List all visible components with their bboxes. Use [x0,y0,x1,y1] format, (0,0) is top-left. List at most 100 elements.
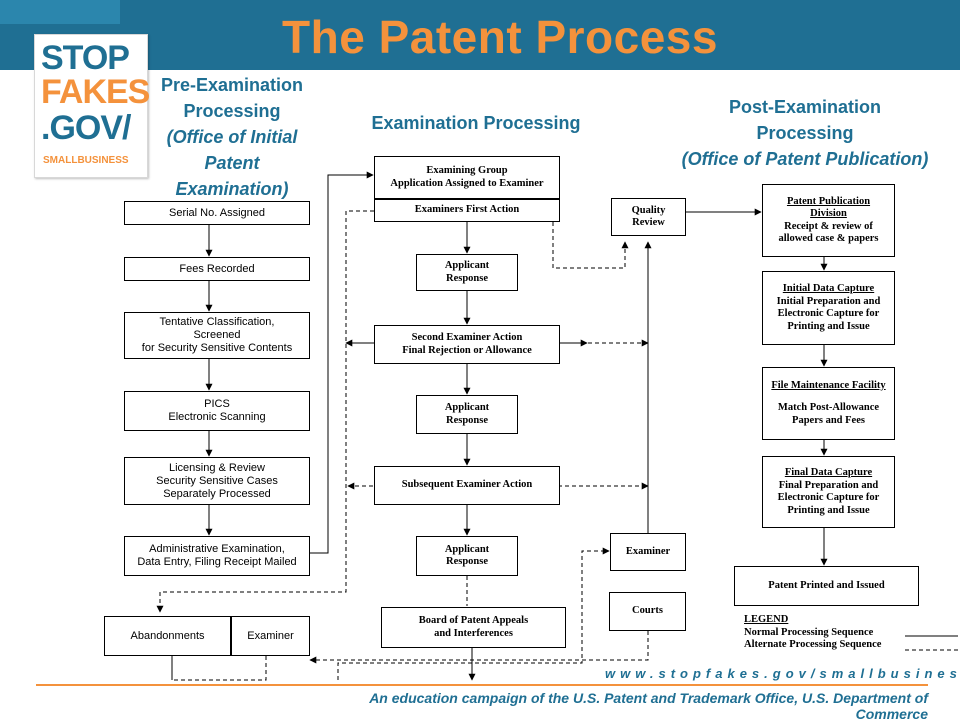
box-examining-group: Examining Group Application Assigned to … [374,156,560,199]
footer-divider [36,684,928,686]
box-applicant-response-2: Applicant Response [416,395,518,434]
logo-text-stop: STOP [41,39,130,77]
box-applicant-response-3: Applicant Response [416,536,518,576]
post-exam-header-line: (Office of Patent Publication) [681,149,929,169]
box-licensing-line: Separately Processed [163,487,271,500]
dashed-examiner-left-down [172,656,267,681]
logo-text-smallbusiness: SMALLBUSINESS [43,155,129,166]
box-initial-data-capture: Initial Data Capture Initial Preparation… [762,271,895,345]
box-pics-line: Electronic Scanning [168,411,266,423]
dashed-first-action-to-quality [552,222,629,269]
box-applicant1-line: Applicant [444,260,490,271]
box-final-capture-line: Printing and Issue [787,504,870,516]
pre-exam-header-line: Processing [183,101,281,121]
box-applicant-response-1: Applicant Response [416,254,518,291]
dashed-courts-to-examiner-left [309,631,649,664]
box-initial-capture-line: Initial Preparation and [776,295,881,307]
legend-title: LEGEND [744,614,789,625]
box-examiner-left: Examiner [231,616,310,656]
box-file-maint-title: File Maintenance Facility [771,379,886,391]
box-examiner-mid: Examiner [610,533,686,571]
box-file-maint-line: Papers and Fees [792,414,865,426]
header-accent [0,0,120,24]
box-examiners-first-action: Examiners First Action [374,199,560,222]
legend-normal-label: Normal Processing Sequence [744,626,874,638]
exam-header: Examination Processing [371,113,581,133]
logo-text-fakes: FAKES [41,73,150,111]
box-licensing-review: Licensing & Review Security Sensitive Ca… [124,457,310,505]
box-examiner-mid-label: Examiner [625,545,671,557]
box-file-maint-line: Match Post-Allowance [777,402,880,414]
box-second-action-line: Final Rejection or Allowance [402,344,532,356]
box-applicant3-line: Response [445,556,488,567]
dashed-first-action-to-abandonments [156,210,374,613]
pre-exam-header-line: (Office of Initial [166,127,298,147]
box-subsequent-label: Subsequent Examiner Action [401,479,533,491]
arrow-admin-to-examining-group [310,171,374,554]
post-exam-header-line: Processing [756,123,854,143]
box-patent-printed-issued: Patent Printed and Issued [734,566,919,606]
pre-exam-header-line: Examination) [175,179,289,199]
footer-campaign-text: An education campaign of the U.S. Patent… [369,690,928,722]
stopfakes-logo[interactable]: STOP FAKES .GOV/ SMALLBUSINESS [34,34,150,178]
box-tentative-line: Tentative Classification, [159,316,275,328]
pre-exam-header: Pre-Examination Processing (Office of In… [136,72,328,202]
box-publication-title: Patent Publication [786,195,871,207]
box-serial-assigned: Serial No. Assigned [124,201,310,225]
box-quality-line: Quality [631,204,666,216]
legend: LEGEND Normal Processing Sequence Altern… [744,614,881,652]
box-publication-title: Division [810,208,847,219]
box-examiner-left-label: Examiner [247,629,294,642]
box-tentative-classification: Tentative Classification, Screened for S… [124,312,310,359]
box-initial-capture-title: Initial Data Capture [782,283,875,294]
box-applicant3-line: Applicant [444,543,490,555]
box-examining-group-line: Application Assigned to Examiner [390,177,544,189]
box-applicant1-line: Response [445,272,488,284]
box-final-capture-title: Final Data Capture [784,467,873,478]
box-subsequent-examiner-action: Subsequent Examiner Action [374,466,560,505]
box-abandonments: Abandonments [104,616,231,656]
box-administrative-examination: Administrative Examination, Data Entry, … [124,536,310,576]
box-courts-label: Courts [632,605,663,617]
box-printed-label: Patent Printed and Issued [768,579,885,591]
box-applicant2-line: Response [445,414,488,426]
box-second-examiner-action: Second Examiner Action Final Rejection o… [374,325,560,364]
box-patent-publication-division: Patent Publication Division Receipt & re… [762,184,895,257]
box-final-capture-line: Electronic Capture for [777,492,880,503]
post-exam-header-line: Post-Examination [728,97,882,117]
box-licensing-line: Licensing & Review [169,461,265,474]
box-final-data-capture: Final Data Capture Final Preparation and… [762,456,895,528]
box-quality-review: Quality Review [611,198,686,236]
dashed-to-examiner-mid [337,547,610,680]
box-serial-assigned-label: Serial No. Assigned [169,206,265,219]
box-initial-capture-line: Printing and Issue [787,320,870,332]
logo-text-gov: .GOV/ [41,109,131,147]
box-applicant2-line: Applicant [444,402,490,413]
box-publication-line: Receipt & review of [784,220,873,232]
box-pics-line: PICS [204,398,230,410]
box-abandonments-label: Abandonments [130,629,205,642]
box-tentative-line: Screened [193,329,241,341]
box-board-line: Board of Patent Appeals [418,615,529,626]
header-bar [0,0,960,70]
box-tentative-line: for Security Sensitive Contents [141,342,293,354]
box-final-capture-line: Final Preparation and [778,479,879,491]
box-courts: Courts [609,592,686,631]
box-board-of-appeals: Board of Patent Appeals and Interference… [381,607,566,648]
box-file-maintenance-facility: File Maintenance Facility Match Post-All… [762,367,895,440]
page-title: The Patent Process [282,11,718,63]
box-second-action-line: Second Examiner Action [411,332,523,343]
box-licensing-line: Security Sensitive Cases [156,474,278,487]
footer-url-link[interactable]: www.stopfakes.gov/smallbusiness [605,666,960,681]
pre-exam-header-line: Pre-Examination [160,75,304,95]
box-board-line: and Interferences [434,627,513,639]
box-pics: PICS Electronic Scanning [124,391,310,431]
box-quality-line: Review [632,217,665,228]
box-first-action-label: Examiners First Action [414,204,520,216]
legend-alternate-label: Alternate Processing Sequence [744,639,882,650]
box-fees-recorded-label: Fees Recorded [179,262,255,275]
box-initial-capture-line: Electronic Capture for [777,308,880,319]
box-fees-recorded: Fees Recorded [124,257,310,281]
post-exam-header: Post-Examination Processing (Office of P… [650,94,960,172]
box-publication-line: allowed case & papers [778,233,879,244]
